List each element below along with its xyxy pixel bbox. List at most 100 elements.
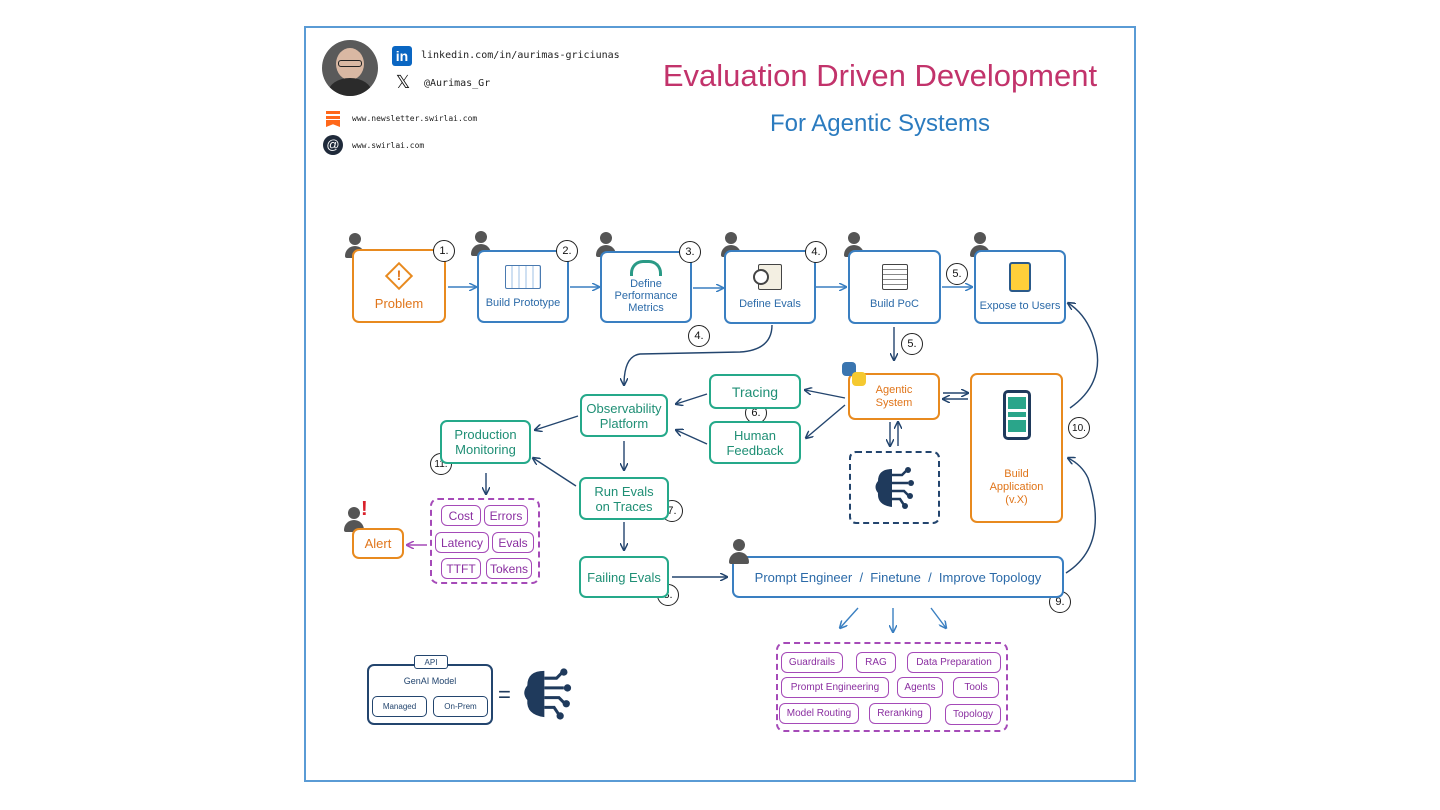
build-prototype-label: Build Prototype: [485, 296, 561, 309]
arrow-runevals-monitoring: [533, 458, 577, 487]
define-metrics-label-line1: Define: [630, 278, 662, 290]
step-number-2: 2.: [556, 240, 578, 262]
swirlai-logo-icon: @: [323, 135, 343, 155]
alert-label: Alert: [364, 536, 392, 551]
managed-label: Managed: [382, 702, 417, 711]
production-monitoring-box: Production Monitoring: [440, 420, 531, 464]
define-evals-label: Define Evals: [739, 298, 801, 310]
failing-evals-box: Failing Evals: [579, 556, 669, 598]
arrow-tracing-observability: [676, 393, 708, 404]
tracing-box: Tracing: [709, 374, 801, 409]
mobile-app-icon: [1002, 389, 1031, 440]
arrow-agentic-feedback: [806, 404, 846, 438]
metric-tag: Evals: [492, 532, 534, 553]
problem-box: ! Problem: [352, 249, 446, 323]
evaluation-doc-icon: [753, 264, 782, 290]
linkedin-handle[interactable]: linkedin.com/in/aurimas-griciunas: [421, 50, 620, 61]
observability-label-line2: Platform: [599, 415, 649, 431]
linkedin-icon[interactable]: in: [392, 46, 412, 66]
observability-platform-box: Observability Platform: [580, 394, 668, 437]
human-feedback-label-line2: Feedback: [726, 442, 784, 458]
step-number-4-lower: 4.: [688, 325, 710, 347]
substack-icon: [326, 111, 340, 127]
problem-label: Problem: [374, 295, 424, 311]
brain-circuit-icon: [875, 466, 914, 509]
arrow-prompt-tags-left: [840, 607, 859, 628]
human-feedback-label-line1: Human: [734, 427, 776, 443]
metric-tag: Errors: [484, 505, 528, 526]
improvements-group: [776, 642, 1008, 732]
build-application-box: Build Application (v.X): [970, 373, 1063, 523]
step-number-5-lower: 5.: [901, 333, 923, 355]
improvement-tag: Guardrails: [781, 652, 843, 673]
define-evals-box: Define Evals: [724, 250, 816, 324]
metric-tag: Cost: [441, 505, 481, 526]
smartphone-icon: [1009, 262, 1031, 292]
improvement-tag: Topology: [945, 704, 1001, 725]
improvement-tag: RAG: [856, 652, 896, 673]
build-prototype-box: Build Prototype: [477, 250, 569, 323]
improvement-tag: Data Preparation: [907, 652, 1001, 673]
api-label: API: [424, 657, 438, 667]
step-number-10: 10.: [1068, 417, 1090, 439]
llm-brain-box: [849, 451, 940, 524]
improvement-tag: Model Routing: [779, 703, 859, 724]
production-monitoring-label-line1: Production: [454, 427, 517, 442]
observability-label-line1: Observability: [586, 400, 662, 416]
human-feedback-box: Human Feedback: [709, 421, 801, 464]
improvement-tag: Agents: [897, 677, 943, 698]
failing-evals-label: Failing Evals: [587, 569, 661, 585]
arrow-prompt-app: [1066, 458, 1096, 574]
website-url[interactable]: www.swirlai.com: [352, 141, 425, 150]
expose-users-box: Expose to Users: [974, 250, 1066, 324]
diagram-frame: [304, 26, 1136, 782]
build-application-label-line2: Application: [989, 480, 1044, 493]
metric-tag: Tokens: [486, 558, 532, 579]
prompt-engineer-box: Prompt Engineer / Finetune / Improve Top…: [732, 556, 1064, 598]
run-evals-box: Run Evals on Traces: [579, 477, 669, 520]
step-number-5: 5.: [946, 263, 968, 285]
build-poc-label: Build PoC: [870, 298, 919, 310]
arrow-observability-monitoring: [535, 415, 579, 430]
managed-option: Managed: [372, 696, 427, 717]
define-metrics-box: Define Performance Metrics: [600, 251, 692, 323]
step-number-1: 1.: [433, 240, 455, 262]
prompt-engineer-label: Prompt Engineer / Finetune / Improve Top…: [754, 569, 1042, 585]
checklist-icon: [881, 264, 908, 290]
legend-brain-icon: [520, 666, 576, 722]
build-poc-box: Build PoC: [848, 250, 941, 324]
diagram-title: Evaluation Driven Development: [662, 58, 1098, 93]
gauge-chart-icon: [630, 260, 662, 276]
improvement-tag: Tools: [953, 677, 999, 698]
twitter-handle[interactable]: @Aurimas_Gr: [424, 78, 491, 89]
exclamation-icon: !: [361, 498, 368, 520]
onprem-option: On-Prem: [433, 696, 488, 717]
expose-users-label: Expose to Users: [979, 300, 1061, 312]
define-metrics-label-line3: Metrics: [628, 302, 664, 314]
improvement-tag: Prompt Engineering: [781, 677, 889, 698]
alert-box: Alert: [352, 528, 404, 559]
x-twitter-icon[interactable]: 𝕏: [395, 72, 411, 92]
agentic-system-label-line1: Agentic: [875, 383, 913, 396]
metric-tag: TTFT: [441, 558, 481, 579]
build-application-label-line3: (v.X): [1005, 493, 1028, 506]
arrow-evals-observability: [624, 324, 773, 385]
metrics-group: [430, 498, 540, 584]
arrow-agentic-tracing: [805, 390, 846, 399]
step-number-3: 3.: [679, 241, 701, 263]
define-metrics-label-line2: Performance: [614, 290, 678, 302]
arrow-feedback-observability: [676, 430, 708, 445]
newsletter-url[interactable]: www.newsletter.swirlai.com: [352, 114, 478, 123]
tracing-label: Tracing: [731, 383, 779, 400]
person-icon: [729, 539, 749, 565]
metric-tag: Latency: [435, 532, 489, 553]
prototype-sketch-icon: [505, 264, 541, 289]
python-logo-icon: [842, 362, 866, 386]
run-evals-label-line1: Run Evals: [594, 483, 654, 499]
production-monitoring-label-line2: Monitoring: [455, 442, 516, 457]
agentic-system-label-line2: System: [875, 396, 913, 409]
improvement-tag: Reranking: [869, 703, 931, 724]
api-badge: API: [414, 655, 448, 669]
step-number-4: 4.: [805, 241, 827, 263]
